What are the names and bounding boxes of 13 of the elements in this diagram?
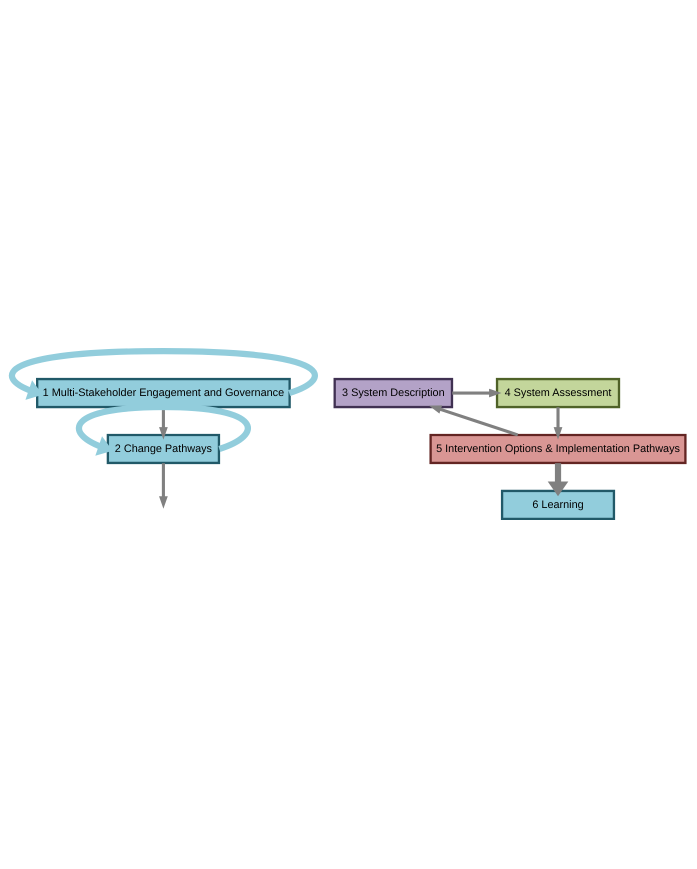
node-box: 3 System Description [334, 377, 454, 408]
arrow [452, 388, 502, 397]
arrow [9, 348, 318, 400]
node-box: 1 Multi-Stakeholder Engagement and Governance [36, 377, 291, 408]
arrow [428, 404, 518, 436]
arrow [159, 462, 168, 508]
node-box: 4 System Assessment [496, 377, 620, 408]
arrow [76, 403, 251, 456]
node-box: 2 Change Pathways [106, 433, 220, 464]
arrow [548, 462, 568, 496]
arrow [554, 406, 562, 440]
node-box: 5 Intervention Options & Implementation Pathways [429, 433, 687, 464]
node-box: 6 Learning [500, 489, 616, 520]
